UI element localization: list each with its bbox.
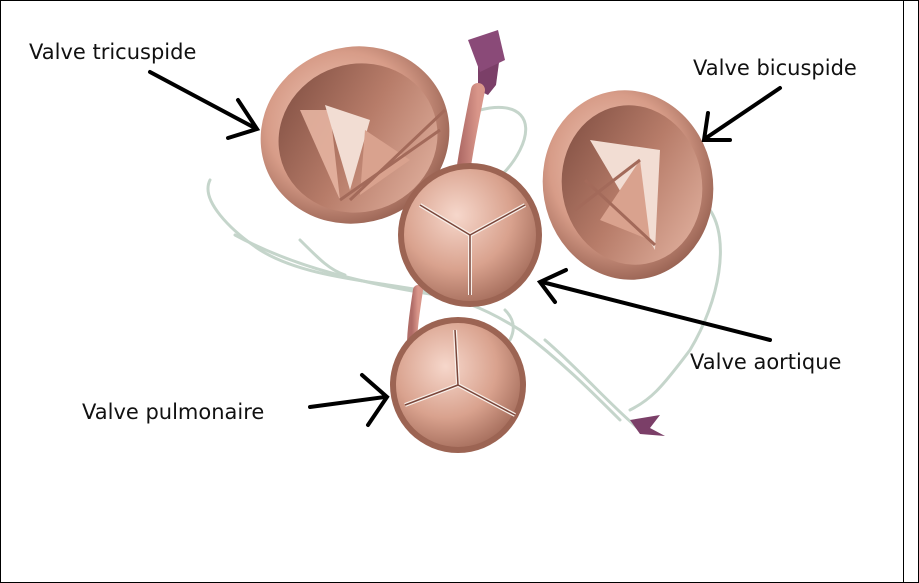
arrow-aortic [542, 282, 770, 340]
bicuspid-valve [528, 77, 728, 294]
arrow-bicuspid [706, 88, 780, 138]
arrow-pulmonary [310, 397, 385, 407]
label-pulmonary-valve: Valve pulmonaire [82, 400, 264, 424]
label-bicuspid-valve: Valve bicuspide [693, 56, 857, 80]
aortic-valve [398, 163, 542, 307]
label-tricuspid-valve: Valve tricuspide [29, 40, 196, 64]
pulmonary-valve [390, 317, 526, 453]
label-aortic-valve: Valve aortique [690, 350, 841, 374]
arrow-tricuspid-head [228, 100, 257, 138]
